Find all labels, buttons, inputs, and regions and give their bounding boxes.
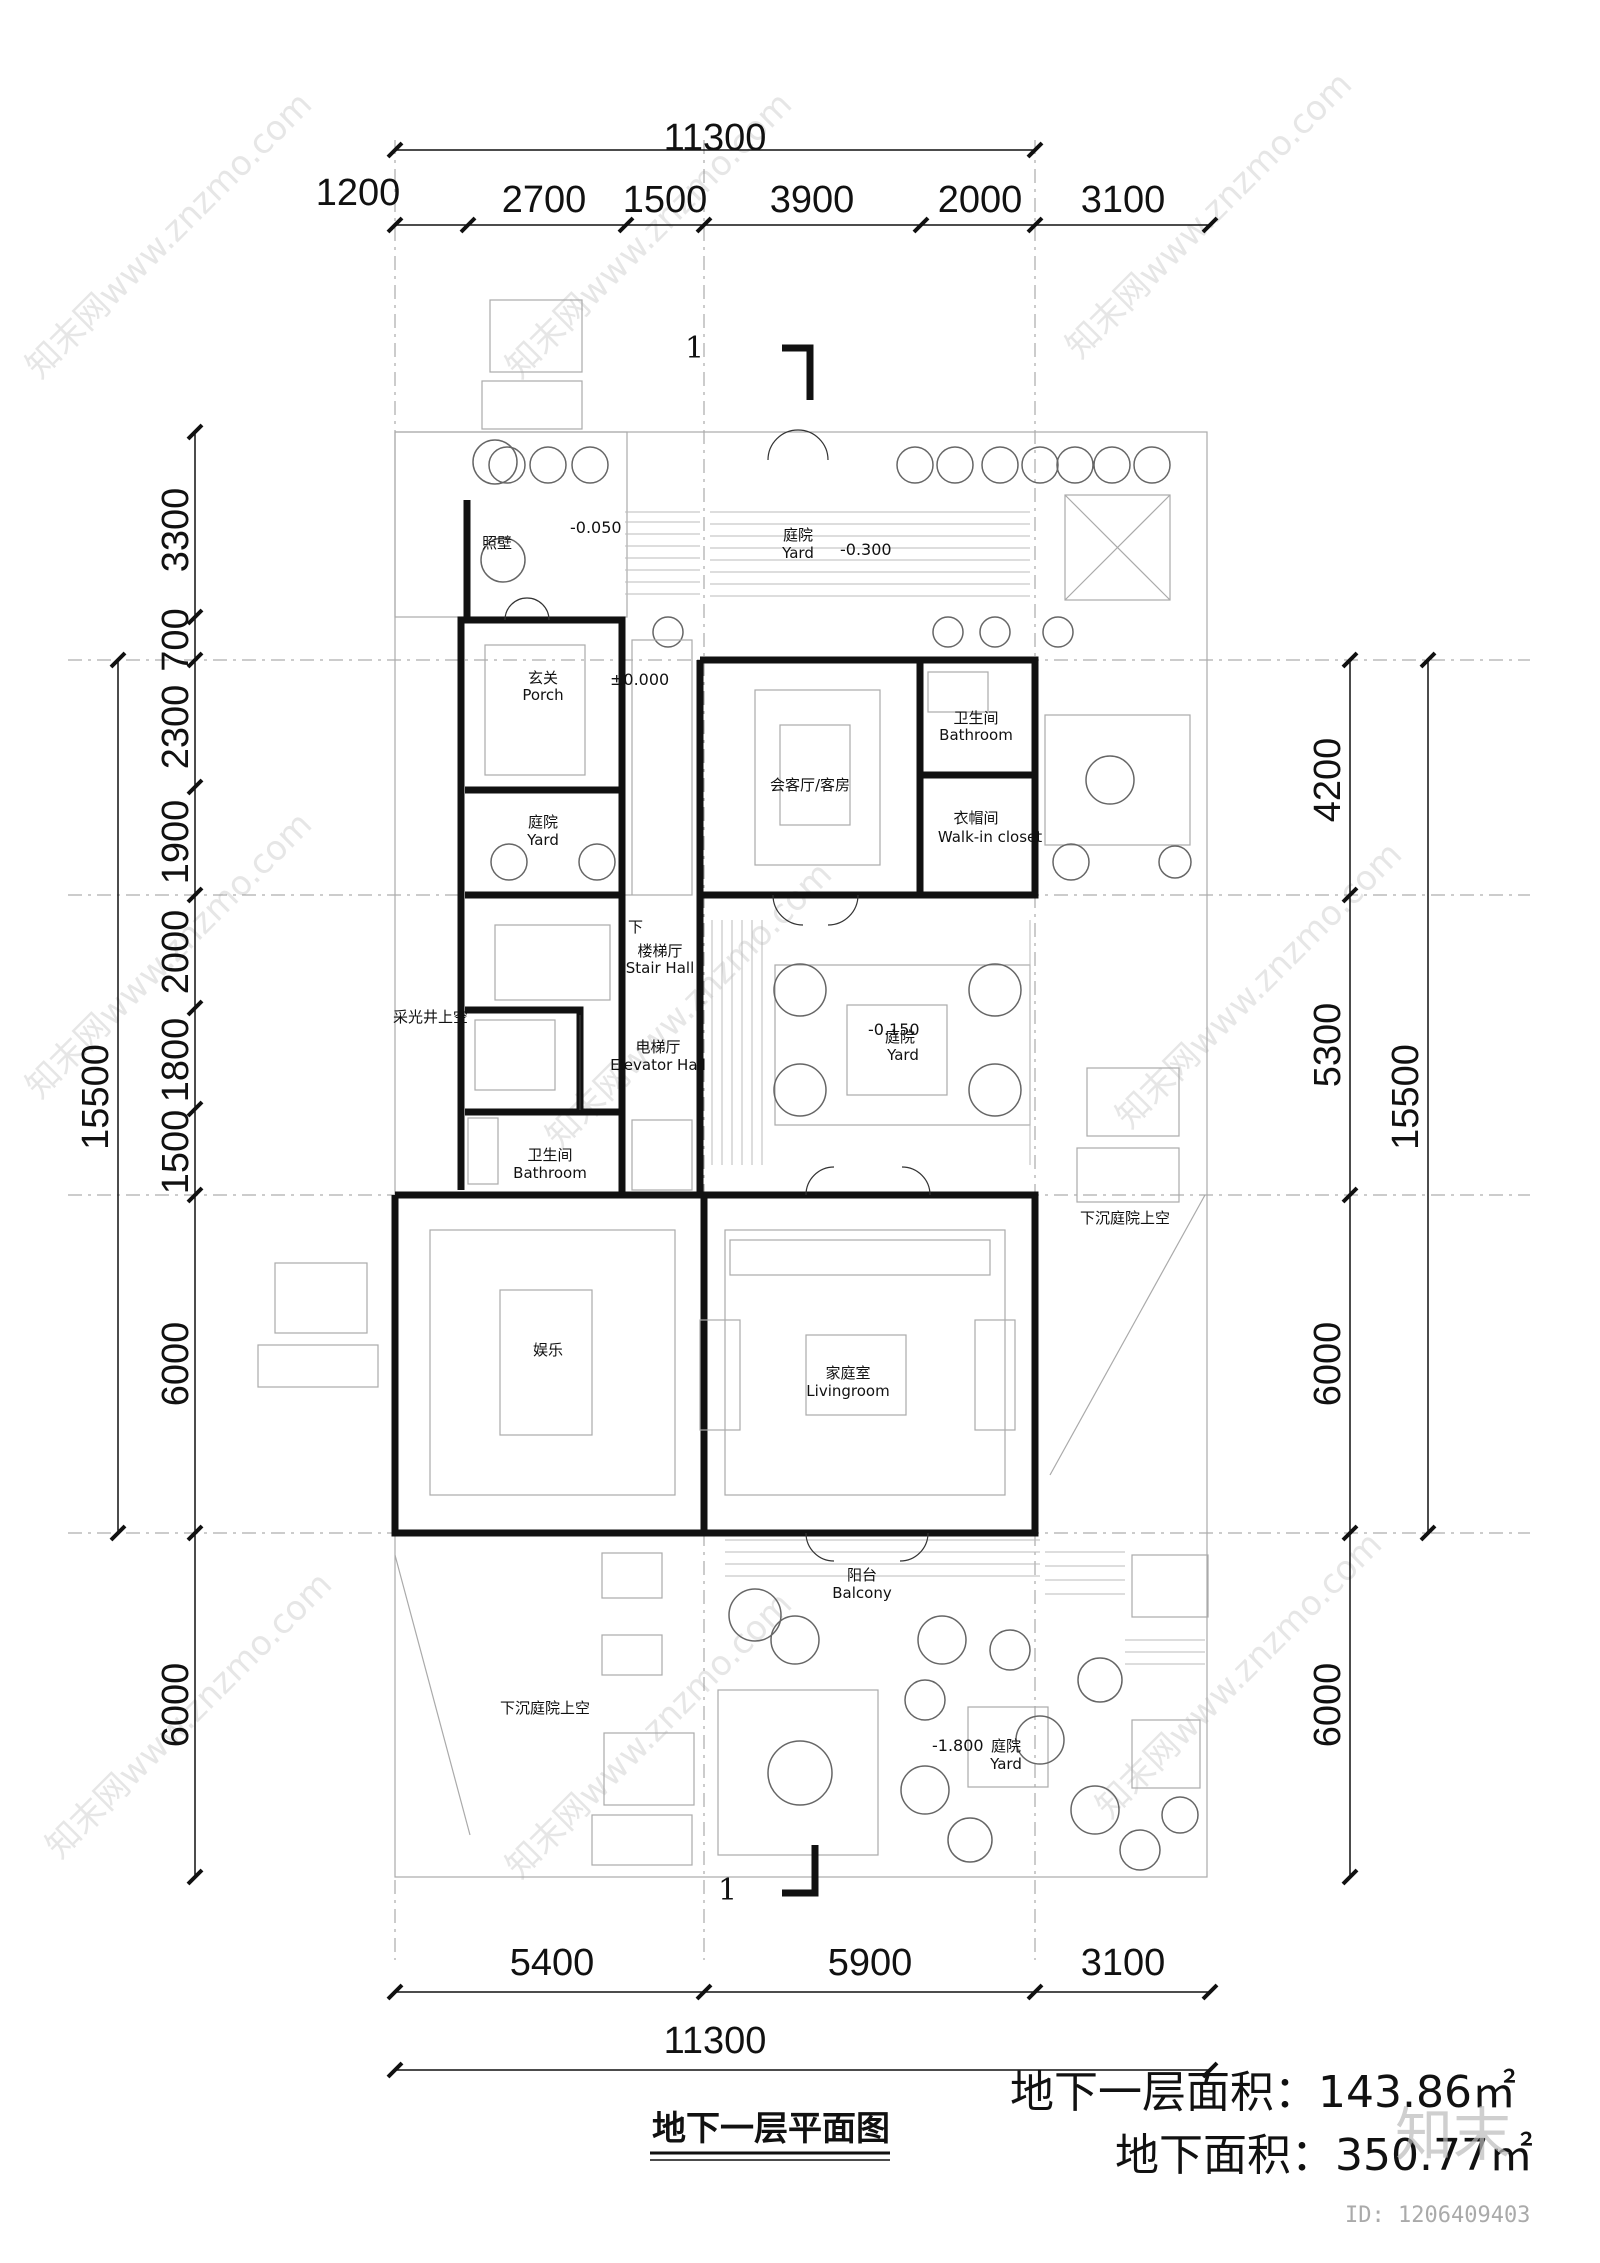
yard-left-label: 庭院 bbox=[528, 813, 558, 831]
dim-left-seg: 2300 bbox=[155, 685, 197, 770]
balcony-label-en: Balcony bbox=[832, 1584, 892, 1602]
dim-left-seg: 1500 bbox=[155, 1110, 197, 1195]
dim-top-seg: 3100 bbox=[1081, 179, 1166, 221]
dim-bottom-seg: 5400 bbox=[510, 1942, 595, 1984]
watermark: 知末网www.znzmo.com bbox=[498, 1584, 800, 1886]
bathroom-low-label: 卫生间 bbox=[527, 1146, 572, 1164]
area-basement-total: 地下面积：350.77㎡ bbox=[1115, 2130, 1533, 2181]
building-walls bbox=[391, 500, 1039, 1537]
closet-label-en: Walk-in closet bbox=[938, 828, 1042, 846]
dim-left-seg: 6000 bbox=[155, 1322, 197, 1407]
porch-label: 玄关 bbox=[528, 669, 558, 687]
drawing-title: 地下一层平面图 bbox=[652, 2109, 890, 2149]
dim-bottom-seg: 3100 bbox=[1081, 1942, 1166, 1984]
doors bbox=[504, 429, 931, 1562]
dim-left-total: 15500 bbox=[75, 1044, 117, 1150]
stair-down-label: 下 bbox=[628, 918, 643, 936]
dimension-lines bbox=[109, 141, 1437, 2079]
sunken-yard-right-label: 下沉庭院上空 bbox=[1080, 1209, 1170, 1227]
section-mark-bottom: 1 bbox=[718, 1873, 737, 1908]
dim-top-seg: 3900 bbox=[770, 179, 855, 221]
area-basement-one: 地下一层面积：143.86㎡ bbox=[1010, 2067, 1516, 2118]
yard-mid-label-en: Yard bbox=[886, 1046, 919, 1064]
level-yard-low: -1.800 bbox=[932, 1736, 984, 1755]
dim-left-seg: 6000 bbox=[155, 1663, 197, 1748]
middle-yard-area bbox=[711, 920, 1031, 1165]
elevator-hall-label: 电梯厅 bbox=[635, 1038, 680, 1056]
yard-low-label-en: Yard bbox=[989, 1755, 1022, 1773]
balcony-label: 阳台 bbox=[847, 1566, 877, 1584]
dim-top-seg: 2000 bbox=[938, 179, 1023, 221]
stair-hall-label-en: Stair Hall bbox=[626, 959, 695, 977]
dim-top-seg: 1500 bbox=[623, 179, 708, 221]
dim-left-seg: 3300 bbox=[155, 488, 197, 573]
site-boundary bbox=[257, 299, 1209, 1878]
dim-left-seg: 1800 bbox=[155, 1018, 197, 1103]
family-room-label: 家庭室 bbox=[825, 1364, 870, 1382]
dim-left-seg: 700 bbox=[155, 608, 197, 671]
dim-right-seg: 6000 bbox=[1307, 1322, 1349, 1407]
yard-mid-label: 庭院 bbox=[885, 1028, 915, 1046]
dim-right-total: 15500 bbox=[1385, 1044, 1427, 1150]
dim-top-seg: 1200 bbox=[316, 172, 401, 214]
screen-wall-label: 照壁 bbox=[482, 534, 512, 552]
dim-right-seg: 4200 bbox=[1307, 738, 1349, 823]
guest-room-label: 会客厅/客房 bbox=[770, 776, 850, 794]
yard-top-label: 庭院 bbox=[783, 526, 813, 544]
image-id: ID: 1206409403 bbox=[1345, 2203, 1530, 2228]
dim-bottom-seg: 5900 bbox=[828, 1942, 913, 1984]
dim-right-seg: 5300 bbox=[1307, 1003, 1349, 1088]
watermark: 知末网www.znzmo.com bbox=[1108, 834, 1410, 1136]
title-block: 地下一层平面图 地下一层面积：143.86㎡ 地下面积：350.77㎡ 知末 I… bbox=[650, 2067, 1533, 2228]
level-yard-top: -0.300 bbox=[840, 540, 892, 559]
section-cut-marks: 1 1 bbox=[685, 331, 819, 1908]
watermark: 知末网www.znzmo.com bbox=[18, 84, 320, 386]
entertainment-label: 娱乐 bbox=[533, 1341, 563, 1359]
dimension-texts: 11300 1200 2700 1500 3900 2000 3100 5400… bbox=[75, 117, 1427, 2062]
watermark-layer: 知末网www.znzmo.com 知末网www.znzmo.com 知末网www… bbox=[18, 64, 1410, 1886]
stair-hall-label: 楼梯厅 bbox=[637, 942, 682, 960]
level-yard-mid: -0.150 bbox=[868, 1020, 920, 1039]
dim-left-seg: 2000 bbox=[155, 910, 197, 995]
sunken-yard-left-label: 下沉庭院上空 bbox=[500, 1699, 590, 1717]
logo-mark: 知末 bbox=[1395, 2101, 1511, 2169]
dim-right-seg: 6000 bbox=[1307, 1663, 1349, 1748]
bathroom-top-label-en: Bathroom bbox=[939, 726, 1013, 744]
lower-yard-area bbox=[717, 1539, 1205, 1871]
dim-top-seg: 2700 bbox=[502, 179, 587, 221]
dim-bottom-total: 11300 bbox=[664, 2020, 767, 2062]
level-porch: ±0.000 bbox=[610, 670, 669, 689]
level-screen: -0.050 bbox=[570, 518, 622, 537]
dim-left-seg: 1900 bbox=[155, 800, 197, 885]
elevator-hall-label-en: Elevator Hall bbox=[610, 1056, 706, 1074]
top-yard-area bbox=[472, 439, 1192, 881]
yard-left-label-en: Yard bbox=[526, 831, 559, 849]
light-well-label: 采光井上空 bbox=[393, 1008, 468, 1026]
closet-label: 衣帽间 bbox=[953, 809, 998, 827]
yard-low-label: 庭院 bbox=[991, 1737, 1021, 1755]
yard-top-label-en: Yard bbox=[781, 544, 814, 562]
bathroom-low-label-en: Bathroom bbox=[513, 1164, 587, 1182]
porch-label-en: Porch bbox=[522, 686, 563, 704]
room-labels: 照壁 -0.050 庭院 Yard -0.300 玄关 Porch ±0.000… bbox=[393, 518, 1170, 1773]
furnishings bbox=[429, 639, 1016, 1496]
bathroom-top-label: 卫生间 bbox=[953, 709, 998, 727]
dim-top-total: 11300 bbox=[664, 117, 767, 159]
section-mark-top: 1 bbox=[685, 331, 704, 366]
family-room-label-en: Livingroom bbox=[806, 1382, 889, 1400]
